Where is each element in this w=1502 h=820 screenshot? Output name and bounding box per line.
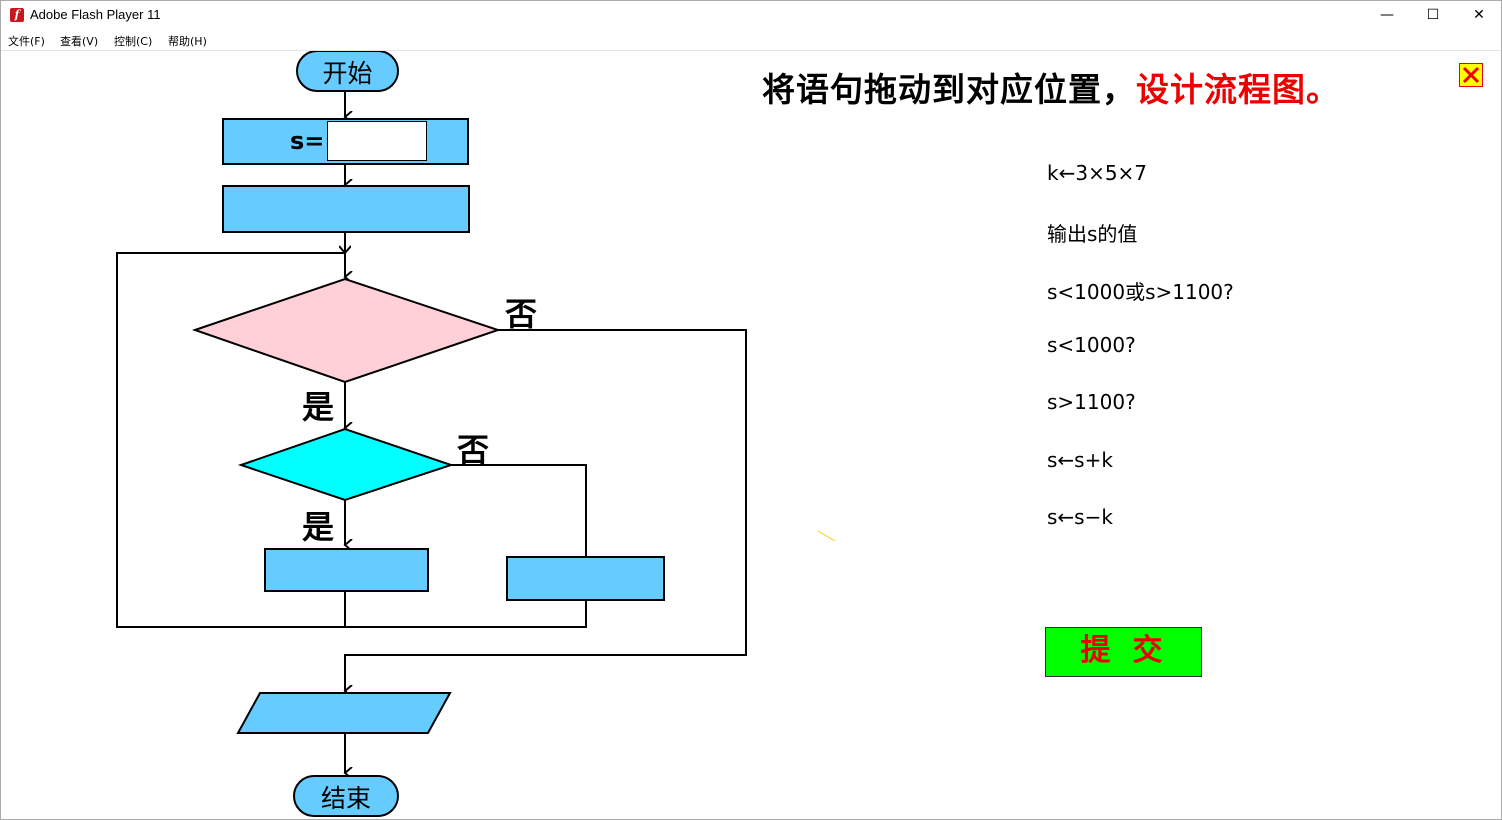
- instruction-heading: 将语句拖动到对应位置，设计流程图。: [762, 63, 1340, 111]
- maximize-button[interactable]: ☐: [1426, 7, 1440, 23]
- close-window-button[interactable]: ✕: [1473, 7, 1485, 23]
- output-parallelogram: [236, 692, 452, 734]
- no-label-outer: 否: [505, 295, 538, 333]
- draggable-statement-s-range-check[interactable]: s<1000或s>1100?: [1047, 280, 1234, 304]
- title-bar: f Adobe Flash Player 11 — ☐ ✕: [0, 0, 1502, 30]
- s-value-input[interactable]: [327, 121, 427, 161]
- yes-branch-box: [264, 548, 429, 592]
- arrow-cond1-no: [345, 329, 747, 691]
- yes-label-inner: 是: [302, 508, 335, 546]
- init-k-box: [222, 185, 470, 233]
- draggable-statement-output-s[interactable]: 输出s的值: [1047, 222, 1138, 246]
- arrow-cond2-no: [451, 464, 587, 557]
- minimize-button[interactable]: —: [1380, 7, 1394, 23]
- flowchart-canvas: [116, 51, 836, 817]
- window-title: Adobe Flash Player 11: [30, 7, 161, 22]
- menu-file[interactable]: 文件(F): [8, 35, 45, 48]
- end-label: 结束: [320, 784, 371, 813]
- yes-label-outer: 是: [302, 388, 335, 426]
- close-x-icon: [1462, 66, 1480, 84]
- condition-diamond-outer: [191, 277, 502, 384]
- loop-back-line: [116, 252, 346, 628]
- flash-stage: 开始 s= 结束 否 是 否 是 将语句拖动到对应位置，设计流程图。 k←3×5…: [0, 51, 1502, 820]
- close-activity-button[interactable]: [1459, 63, 1483, 87]
- menu-help[interactable]: 帮助(H): [168, 35, 207, 48]
- instruction-highlight: 设计流程图。: [1136, 70, 1340, 109]
- no-label-inner: 否: [457, 431, 490, 469]
- end-terminal: [293, 775, 399, 817]
- draggable-statement-s-minus-k[interactable]: s←s−k: [1047, 505, 1113, 529]
- submit-button[interactable]: 提交: [1045, 627, 1202, 677]
- menu-view[interactable]: 查看(V): [60, 35, 99, 48]
- draggable-statement-k-assign[interactable]: k←3×5×7: [1047, 161, 1148, 185]
- draggable-statement-s-less-1000[interactable]: s<1000?: [1047, 333, 1136, 357]
- no-branch-box: [506, 556, 665, 601]
- menu-bar: 文件(F) 查看(V) 控制(C) 帮助(H): [0, 30, 1502, 51]
- condition-diamond-inner: [237, 427, 455, 502]
- menu-control[interactable]: 控制(C): [114, 35, 153, 48]
- draggable-statement-s-greater-1100[interactable]: s>1100?: [1047, 390, 1136, 414]
- draggable-statement-s-plus-k[interactable]: s←s+k: [1047, 448, 1113, 472]
- assign-prefix-label: s=: [290, 127, 325, 155]
- start-terminal: [296, 51, 399, 92]
- instruction-text: 将语句拖动到对应位置，: [762, 70, 1136, 109]
- start-label: 开始: [322, 59, 373, 88]
- flash-icon: f: [10, 8, 24, 22]
